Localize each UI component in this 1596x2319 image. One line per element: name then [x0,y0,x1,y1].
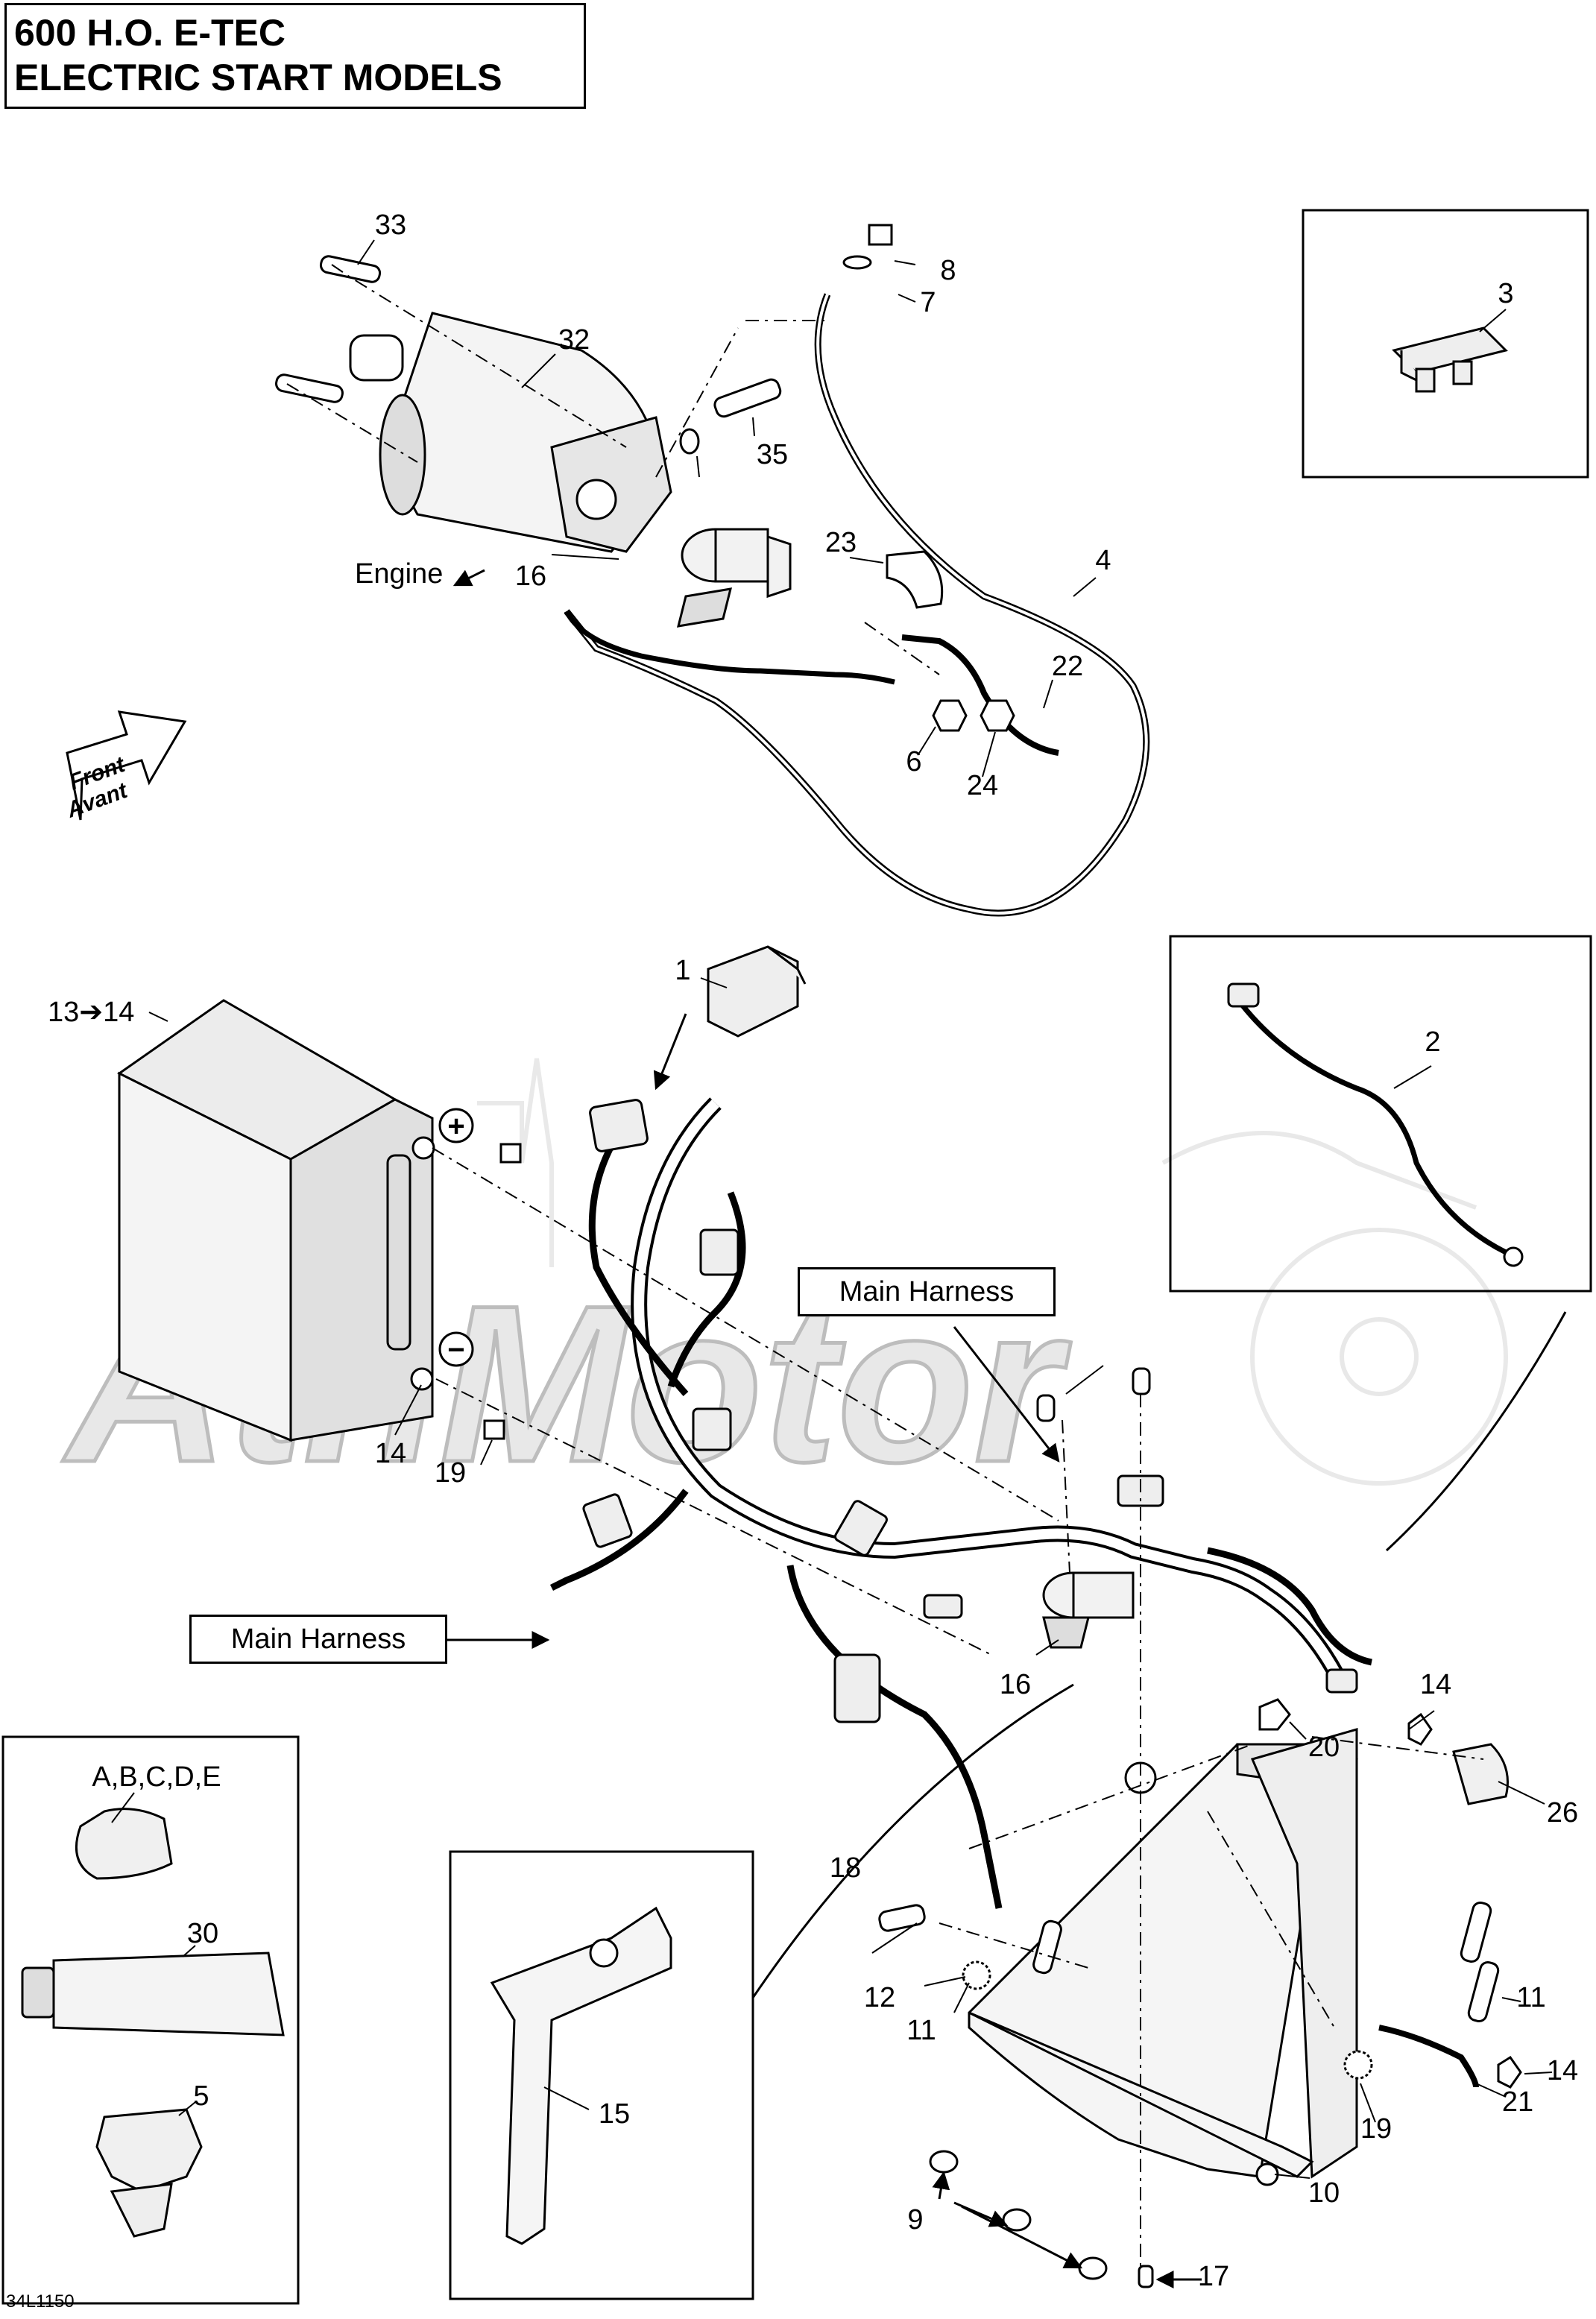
plus-sign: + [447,1110,464,1143]
arrow-pointers [447,569,1202,2288]
callout-7: 7 [920,287,936,318]
nut-21-battery [483,1419,505,1440]
clip-5-barb [110,2183,173,2238]
callout-32: 35 [757,439,788,470]
battery [117,999,434,1442]
starter-motor [349,312,672,553]
inset-box-fuse [1302,209,1589,479]
fuse-35a [1036,1394,1056,1422]
callout-25: 26 [1547,1797,1578,1829]
fuse-35b [1132,1367,1151,1395]
cable-20 [1378,2025,1479,2088]
relay-1 [707,945,807,1038]
callout-14-battery: 14 [375,1438,406,1469]
callout-11-right: 11 [1516,1982,1545,2013]
leader-lines [111,239,1553,2179]
harness-connectors [582,1099,1358,1723]
star-washer-21 [1343,2050,1373,2080]
callout-18: 18 [830,1852,861,1884]
callout-3: 3 [1498,278,1513,309]
battery-tray-10 [968,1728,1358,2186]
boot-23 [886,550,944,609]
nut-8 [868,224,893,246]
callout-4: 4 [1095,545,1111,576]
clip-a-e [75,1808,173,1880]
washer-33 [679,428,700,455]
main-harness [549,1097,1567,1998]
title-line-1: 600 H.O. E-TEC [14,12,286,54]
clip-5 [95,2108,203,2193]
callout-31: 33 [375,209,406,241]
callout-9: 9 [907,2204,923,2236]
callout-26: 30 [187,1918,218,1949]
fuse-3 [1392,326,1508,393]
inset-box-cable [1169,935,1592,1293]
callout-16-lower: 16 [1000,1669,1031,1700]
document-code: 34L1150 [6,2291,75,2312]
callout-2: 2 [1425,1026,1440,1058]
callout-10: 10 [1308,2177,1340,2209]
title-block: 600 H.O. E-TEC ELECTRIC START MODELS [4,3,586,109]
battery-ref-label: 13➔14 [48,997,134,1028]
bracket-15 [490,1906,672,2245]
star-washer-12 [962,1960,991,1990]
callout-21-battery: 19 [435,1457,466,1489]
spacers-9 [929,2150,1108,2280]
callout-23: 23 [825,527,857,558]
callout-17: 17 [1198,2261,1229,2292]
minus-sign: − [447,1334,464,1366]
callout-19: 20 [1308,1732,1340,1763]
plug-25 [1452,1743,1509,1805]
callout-15: 15 [599,2098,630,2130]
solenoid-16-upper [676,528,792,628]
inset-box-kit [1,1735,300,2305]
main-harness-label-upper: Main Harness [798,1267,1056,1316]
watermark [477,1058,1508,1486]
nut-6 [932,699,968,732]
callout-16-upper: 16 [515,561,546,592]
callout-20: 21 [1502,2086,1533,2118]
callout-5: 5 [193,2080,209,2112]
callout-1: 1 [675,955,690,986]
cable-2-connector [1227,982,1260,1008]
callout-22: 22 [1052,651,1083,682]
cable-2 [1235,997,1507,1255]
washer-7 [842,255,872,270]
callout-8: 8 [940,255,956,286]
nut-battery-positive [499,1143,522,1164]
main-harness-label-lower: Main Harness [189,1615,447,1664]
bolt-31 [275,255,382,403]
cable-22 [901,634,1059,756]
plus-sign-icon [438,1108,474,1143]
cable-2-ring [1503,1246,1524,1267]
title-line-2: ELECTRIC START MODELS [14,57,502,98]
callout-11-left: 11 [906,2015,936,2046]
engine-label: Engine [355,558,443,590]
callout-14-right: 14 [1420,1669,1451,1700]
terminal-negative [410,1367,434,1391]
minus-sign-icon [438,1331,474,1367]
callout-24: 24 [967,770,998,801]
front-arrow: Front Avant [63,710,187,823]
callout-14-lower: 14 [1547,2055,1578,2086]
cable-4 [564,293,1150,917]
bolts [878,1698,1522,2089]
alignment-lines [286,264,1484,2266]
ground-cable [564,610,895,685]
callout-21-right: 19 [1360,2113,1392,2145]
screw-17 [1138,2265,1154,2288]
bolt-32 [713,378,782,418]
solenoid-16-lower [1042,1571,1135,1649]
callout-30: 32 [558,324,590,356]
tube-26 [21,1952,285,2036]
callout-6: 6 [906,746,921,777]
callout-12: 12 [864,1982,895,2013]
inset-box-bracket [449,1850,754,2300]
terminal-positive [411,1136,435,1160]
kit-letters-label: A,B,C,D,E [92,1761,221,1793]
nut-24 [980,699,1015,732]
